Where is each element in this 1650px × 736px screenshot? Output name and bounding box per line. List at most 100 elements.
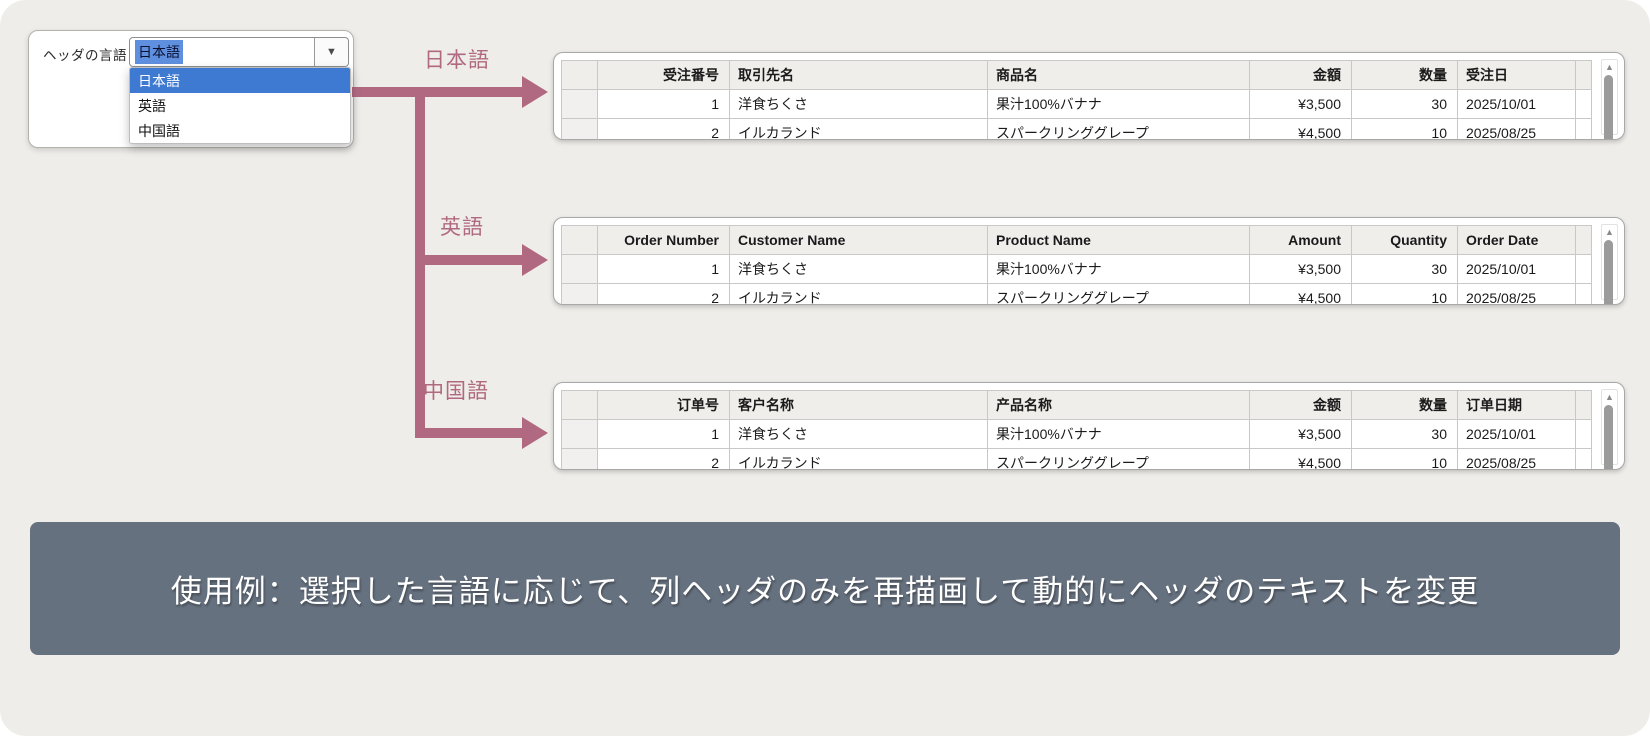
row-selector-header[interactable] (561, 225, 598, 255)
flow-line-japanese (352, 87, 522, 97)
usage-caption-text: 使用例：選択した言語に応じて、列ヘッダのみを再描画して動的にヘッダのテキストを変… (170, 574, 1480, 609)
grid-header-row: 订单号 客户名称 产品名称 金额 数量 订单日期 (561, 390, 1592, 420)
cell-customer[interactable]: 洋食ちくさ (729, 419, 988, 449)
cell-product[interactable]: 果汁100%バナナ (987, 419, 1250, 449)
cell-customer[interactable]: 洋食ちくさ (729, 89, 988, 119)
cell-order-date[interactable]: 2025/10/01 (1457, 89, 1576, 119)
col-header-order-number[interactable]: 订单号 (597, 390, 730, 420)
cell-customer[interactable]: イルカランド (729, 283, 988, 304)
arrow-right-icon (522, 76, 548, 108)
table-row[interactable]: 2 イルカランド スパークリンググレープ ¥4,500 10 2025/08/2… (561, 118, 1592, 139)
row-selector-cell[interactable] (561, 419, 598, 449)
cell-quantity[interactable]: 30 (1351, 89, 1458, 119)
table-row[interactable]: 2 イルカランド スパークリンググレープ ¥4,500 10 2025/08/2… (561, 283, 1592, 304)
cell-order-number[interactable]: 1 (597, 419, 730, 449)
col-header-product[interactable]: Product Name (987, 225, 1250, 255)
col-header-quantity[interactable]: 数量 (1351, 390, 1458, 420)
col-header-amount[interactable]: 金額 (1249, 60, 1352, 90)
cell-amount[interactable]: ¥4,500 (1249, 118, 1352, 139)
row-selector-cell[interactable] (561, 283, 598, 304)
cell-product[interactable]: 果汁100%バナナ (987, 254, 1250, 284)
col-header-quantity[interactable]: Quantity (1351, 225, 1458, 255)
col-header-product[interactable]: 商品名 (987, 60, 1250, 90)
combobox-dropdown-button[interactable]: ▼ (314, 38, 348, 66)
arrow-right-icon (522, 417, 548, 449)
cell-product[interactable]: スパークリンググレープ (987, 283, 1250, 304)
col-header-quantity[interactable]: 数量 (1351, 60, 1458, 90)
flow-line-english (420, 255, 522, 265)
col-header-amount[interactable]: Amount (1249, 225, 1352, 255)
cell-quantity[interactable]: 30 (1351, 419, 1458, 449)
cell-quantity[interactable]: 10 (1351, 283, 1458, 304)
cell-customer[interactable]: イルカランド (729, 448, 988, 469)
vertical-scrollbar[interactable]: ▲ (1601, 389, 1618, 469)
scrollbar-thumb[interactable] (1604, 75, 1613, 139)
data-grid: Order Number Customer Name Product Name … (561, 225, 1592, 304)
col-header-order-date[interactable]: Order Date (1457, 225, 1576, 255)
row-selector-cell[interactable] (561, 448, 598, 469)
cell-order-date[interactable]: 2025/08/25 (1457, 448, 1576, 469)
col-header-amount[interactable]: 金额 (1249, 390, 1352, 420)
row-selector-cell[interactable] (561, 118, 598, 139)
col-header-customer[interactable]: 取引先名 (729, 60, 988, 90)
branch-label-english: 英語 (440, 216, 484, 239)
col-header-order-date[interactable]: 受注日 (1457, 60, 1576, 90)
cell-amount[interactable]: ¥4,500 (1249, 448, 1352, 469)
filler-column (1575, 118, 1592, 139)
scrollbar-thumb[interactable] (1604, 240, 1613, 304)
row-selector-cell[interactable] (561, 254, 598, 284)
scroll-up-icon[interactable]: ▲ (1605, 62, 1614, 72)
cell-order-date[interactable]: 2025/08/25 (1457, 283, 1576, 304)
filler-column (1575, 225, 1592, 255)
dropdown-option-english[interactable]: 英語 (130, 93, 350, 118)
dropdown-option-chinese[interactable]: 中国語 (130, 118, 350, 143)
cell-amount[interactable]: ¥3,500 (1249, 419, 1352, 449)
cell-quantity[interactable]: 30 (1351, 254, 1458, 284)
cell-order-number[interactable]: 1 (597, 254, 730, 284)
row-selector-header[interactable] (561, 390, 598, 420)
table-row[interactable]: 1 洋食ちくさ 果汁100%バナナ ¥3,500 30 2025/10/01 (561, 89, 1592, 119)
cell-quantity[interactable]: 10 (1351, 448, 1458, 469)
cell-order-number[interactable]: 2 (597, 118, 730, 139)
col-header-product[interactable]: 产品名称 (987, 390, 1250, 420)
col-header-order-date[interactable]: 订单日期 (1457, 390, 1576, 420)
cell-product[interactable]: スパークリンググレープ (987, 448, 1250, 469)
table-row[interactable]: 2 イルカランド スパークリンググレープ ¥4,500 10 2025/08/2… (561, 448, 1592, 469)
cell-amount[interactable]: ¥4,500 (1249, 283, 1352, 304)
grid-chinese: 订单号 客户名称 产品名称 金额 数量 订单日期 1 洋食ちくさ 果汁100%バ… (553, 382, 1625, 470)
col-header-customer[interactable]: 客户名称 (729, 390, 988, 420)
combobox-selected-value: 日本語 (135, 40, 183, 64)
cell-order-number[interactable]: 1 (597, 89, 730, 119)
branch-label-japanese: 日本語 (424, 49, 490, 72)
row-selector-header[interactable] (561, 60, 598, 90)
vertical-scrollbar[interactable]: ▲ (1601, 59, 1618, 139)
cell-order-number[interactable]: 2 (597, 283, 730, 304)
grid-english: Order Number Customer Name Product Name … (553, 217, 1625, 305)
row-selector-cell[interactable] (561, 89, 598, 119)
cell-quantity[interactable]: 10 (1351, 118, 1458, 139)
cell-product[interactable]: スパークリンググレープ (987, 118, 1250, 139)
scroll-up-icon[interactable]: ▲ (1605, 227, 1614, 237)
cell-order-number[interactable]: 2 (597, 448, 730, 469)
flow-line-chinese (420, 428, 522, 438)
col-header-order-number[interactable]: Order Number (597, 225, 730, 255)
cell-order-date[interactable]: 2025/08/25 (1457, 118, 1576, 139)
selector-label: ヘッダの言語： (43, 48, 141, 63)
cell-order-date[interactable]: 2025/10/01 (1457, 254, 1576, 284)
language-combobox[interactable]: 日本語 ▼ (129, 37, 349, 67)
cell-customer[interactable]: イルカランド (729, 118, 988, 139)
cell-amount[interactable]: ¥3,500 (1249, 254, 1352, 284)
col-header-customer[interactable]: Customer Name (729, 225, 988, 255)
filler-column (1575, 283, 1592, 304)
cell-customer[interactable]: 洋食ちくさ (729, 254, 988, 284)
col-header-order-number[interactable]: 受注番号 (597, 60, 730, 90)
table-row[interactable]: 1 洋食ちくさ 果汁100%バナナ ¥3,500 30 2025/10/01 (561, 419, 1592, 449)
cell-product[interactable]: 果汁100%バナナ (987, 89, 1250, 119)
scroll-up-icon[interactable]: ▲ (1605, 392, 1614, 402)
vertical-scrollbar[interactable]: ▲ (1601, 224, 1618, 304)
dropdown-option-japanese[interactable]: 日本語 (130, 68, 350, 93)
scrollbar-thumb[interactable] (1604, 405, 1613, 469)
cell-amount[interactable]: ¥3,500 (1249, 89, 1352, 119)
table-row[interactable]: 1 洋食ちくさ 果汁100%バナナ ¥3,500 30 2025/10/01 (561, 254, 1592, 284)
cell-order-date[interactable]: 2025/10/01 (1457, 419, 1576, 449)
